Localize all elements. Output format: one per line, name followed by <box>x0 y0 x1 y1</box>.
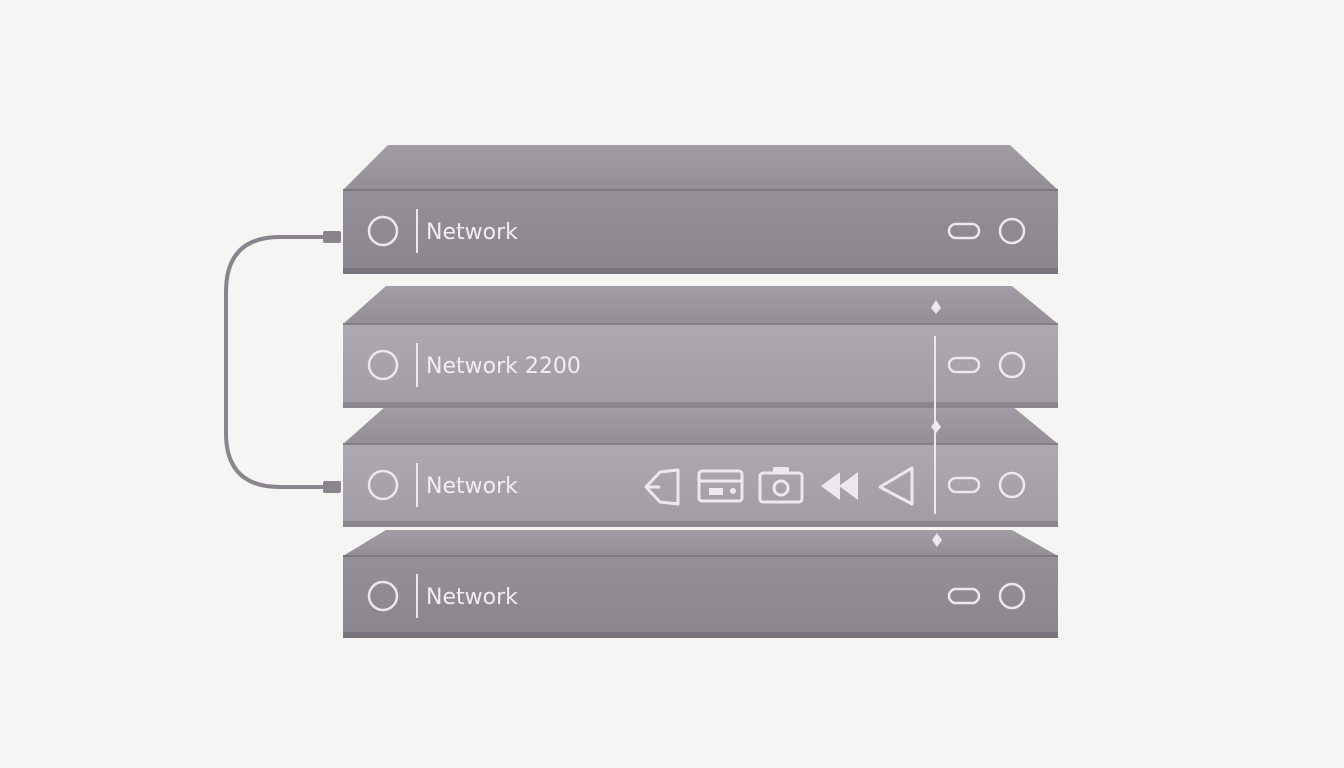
vertical-link <box>931 300 942 547</box>
unit-1-status-light <box>998 217 1026 245</box>
unit-1-bottom-edge <box>343 268 1058 274</box>
unit-1-port-slot[interactable] <box>947 222 981 240</box>
unit-4-front-panel <box>343 556 1058 634</box>
speaker-icon[interactable] <box>878 466 914 506</box>
unit-4-bottom-edge <box>343 632 1058 638</box>
unit-3-power-button[interactable] <box>367 469 399 501</box>
unit-3-bottom-edge <box>343 521 1058 527</box>
rewind-icon[interactable] <box>821 472 858 500</box>
unit-4-top-face <box>343 530 1058 556</box>
unit-3-label: Network <box>426 474 518 499</box>
unit-1-top-face <box>343 145 1058 190</box>
connecting-cable <box>224 231 341 493</box>
arrow-marker-icon <box>931 300 941 314</box>
unit-2-front-panel <box>343 324 1058 404</box>
unit-2-port-slot[interactable] <box>947 356 981 374</box>
unit-3-port-slot[interactable] <box>947 476 981 494</box>
unit-4-port-slot[interactable] <box>947 587 981 605</box>
unit-3-top-face <box>343 406 1058 444</box>
unit-1-front-panel <box>343 190 1058 270</box>
unit-1-power-button[interactable] <box>367 215 399 247</box>
unit-4-label: Network <box>426 585 518 610</box>
unit-2-power-button[interactable] <box>367 349 399 381</box>
network-unit-1: Network <box>343 145 1058 274</box>
cable-plug-top <box>323 231 341 243</box>
unit-2-bottom-edge <box>343 402 1058 408</box>
unit-3-status-light <box>998 471 1026 499</box>
unit-2-top-face <box>343 286 1058 324</box>
arrow-marker-icon <box>932 533 942 547</box>
network-unit-4: Network <box>343 530 1058 638</box>
arrow-marker-icon <box>931 420 941 433</box>
unit-2-status-light <box>998 351 1026 379</box>
unit-1-label: Network <box>426 220 518 245</box>
speaker-icon[interactable] <box>644 468 680 506</box>
network-unit-2: Network 2200 <box>343 286 1058 408</box>
network-unit-3: Network <box>343 406 1058 527</box>
unit-2-label: Network 2200 <box>426 354 581 379</box>
unit-4-status-light <box>998 582 1026 610</box>
unit-4-power-button[interactable] <box>367 580 399 612</box>
camera-icon[interactable] <box>758 467 804 504</box>
card-reader-icon[interactable] <box>697 469 744 503</box>
cable-plug-bottom <box>323 481 341 493</box>
cable-line <box>224 235 327 489</box>
